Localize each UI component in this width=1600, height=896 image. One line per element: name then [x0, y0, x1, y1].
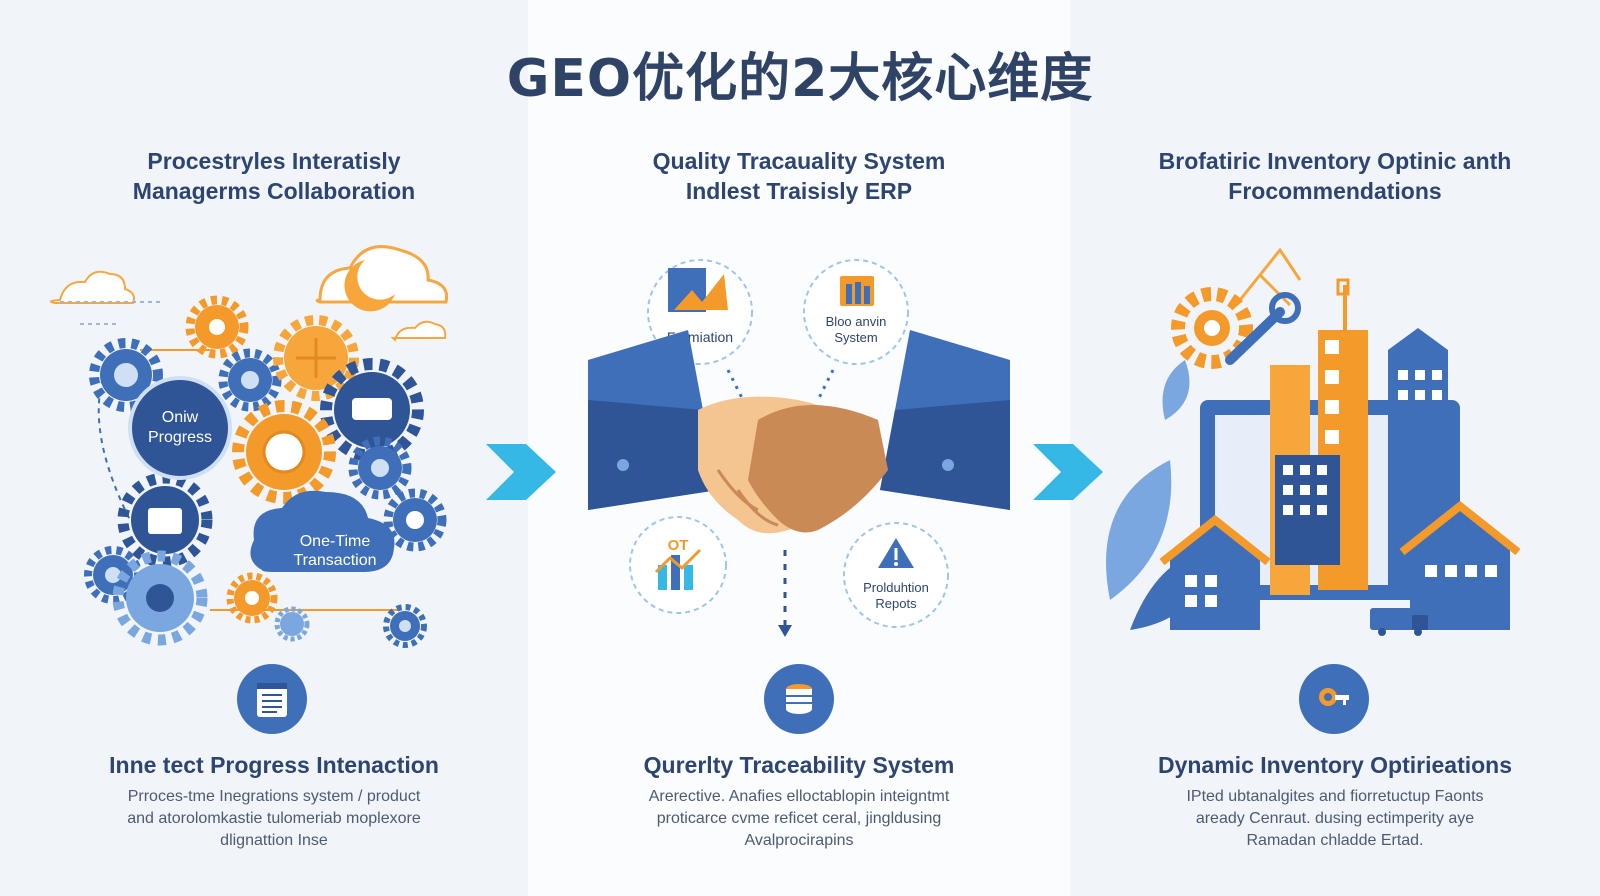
blockchain-node: Bloo anvin System [803, 259, 909, 365]
moon-cloud-icon [315, 245, 449, 312]
left-sleeve [588, 330, 718, 510]
blockchain-label-line-1: Bloo anvin [826, 314, 887, 329]
transaction-badge-line-1: One-Time [300, 533, 371, 550]
gear-icon [117, 472, 213, 568]
gear-icon [383, 488, 447, 552]
gear-icon [232, 400, 336, 504]
column-heading: Procestryles Interatisly Managerms Colla… [0, 146, 548, 206]
building-icon [1275, 455, 1340, 565]
cloud-icon [50, 270, 160, 325]
column-heading-line-1: Procestryles Interatisly [147, 148, 401, 174]
column-heading-line-2: Frocommendations [1228, 178, 1442, 204]
column-heading: Quality Tracauality System Indlest Trais… [528, 146, 1070, 206]
gear-icon [112, 550, 208, 646]
production-reports-node: Prolduhtion Repots [843, 522, 949, 628]
gear-icon [218, 348, 282, 412]
ot-chart-node: OT [629, 516, 727, 614]
wrench-icon [1225, 292, 1301, 365]
description-line-1: Arerective. Anafies elloctablopin inteig… [648, 788, 950, 805]
blockchain-label-line-2: System [834, 330, 877, 345]
progress-badge-line-1: Oniw [162, 409, 199, 426]
gear-icon [185, 295, 249, 359]
database-icon [764, 664, 834, 734]
gear-icon [348, 436, 412, 500]
production-label-line-1: Prolduhtion [863, 580, 929, 595]
description-line-2: aready Cenraut. dusing ectimperity aye [1195, 810, 1475, 827]
column-heading-line-1: Brofatiric Inventory Optinic anth [1158, 148, 1512, 174]
gear-icon [226, 572, 278, 624]
chevron-right-arrow-icon [486, 444, 556, 500]
column-subtitle: Dynamic Inventory Optirieations [1157, 752, 1513, 778]
gear-icon [383, 604, 427, 648]
description-line-3: dlignattion Inse [220, 832, 328, 849]
right-sleeve [880, 330, 1010, 510]
transaction-badge-line-2: Transaction [294, 552, 377, 569]
column-process-collaboration: Procestryles Interatisly Managerms Colla… [0, 0, 548, 896]
ot-label: OT [668, 537, 689, 554]
column-inventory-optimization: Brofatiric Inventory Optinic anth Frocom… [1070, 0, 1600, 896]
progress-badge-line-2: Progress [148, 429, 212, 446]
description-line-3: Ramadan chladde Ertad. [1246, 832, 1424, 849]
gear-icon [89, 338, 163, 412]
column-description: Prroces-tme Inegrations system / product… [40, 786, 508, 852]
column-heading: Brofatiric Inventory Optinic anth Frocom… [1070, 146, 1600, 206]
gear-icon [320, 358, 424, 462]
description-line-3: Avalprocirapins [744, 832, 854, 849]
production-label-line-2: Repots [875, 596, 917, 611]
gear-icon [273, 315, 359, 401]
column-quality-traceability: Quality Tracauality System Indlest Trais… [528, 0, 1070, 896]
chevron-right-arrow-icon [1033, 444, 1103, 500]
page-title: GEO优化的2大核心维度 [506, 49, 1094, 109]
document-icon [237, 664, 307, 734]
column-heading-line-2: Indlest Traisisly ERP [685, 178, 913, 204]
gears-collaboration-illustration: Oniw Progress One-Time Transaction [50, 245, 449, 648]
house-icon [1159, 514, 1271, 630]
truck-icon [1370, 608, 1428, 636]
description-line-2: and atorolomkastie tulomeriab moplexore [127, 810, 421, 827]
column-subtitle: Qurerlty Traceability System [643, 752, 955, 778]
column-subtitle: Inne tect Progress Intenaction [109, 752, 439, 778]
description-line-1: Prroces-tme Inegrations system / product [127, 788, 421, 805]
gear-icon [274, 606, 310, 642]
handshake-illustration: Formiation Bloo anvin System [588, 259, 1010, 637]
handshake-icon [698, 396, 888, 534]
cloud-icon [390, 320, 447, 342]
key-icon [1299, 664, 1369, 734]
house-icon [1399, 500, 1521, 630]
city-inventory-illustration [1106, 247, 1521, 636]
gear-icon [1171, 287, 1253, 369]
description-line-2: proticarce cvme reficet ceral, jingldusi… [656, 810, 942, 827]
column-heading-line-2: Managerms Collaboration [132, 178, 416, 204]
description-line-1: IPted ubtanalgites and fiorretuctup Faon… [1186, 788, 1484, 805]
column-description: IPted ubtanalgites and fiorretuctup Faon… [1110, 786, 1560, 852]
column-heading-line-1: Quality Tracauality System [652, 148, 946, 174]
progress-badge: Oniw Progress [128, 376, 232, 480]
transaction-cloud-badge: One-Time Transaction [250, 490, 395, 572]
column-description: Arerective. Anafies elloctablopin inteig… [568, 786, 1030, 852]
